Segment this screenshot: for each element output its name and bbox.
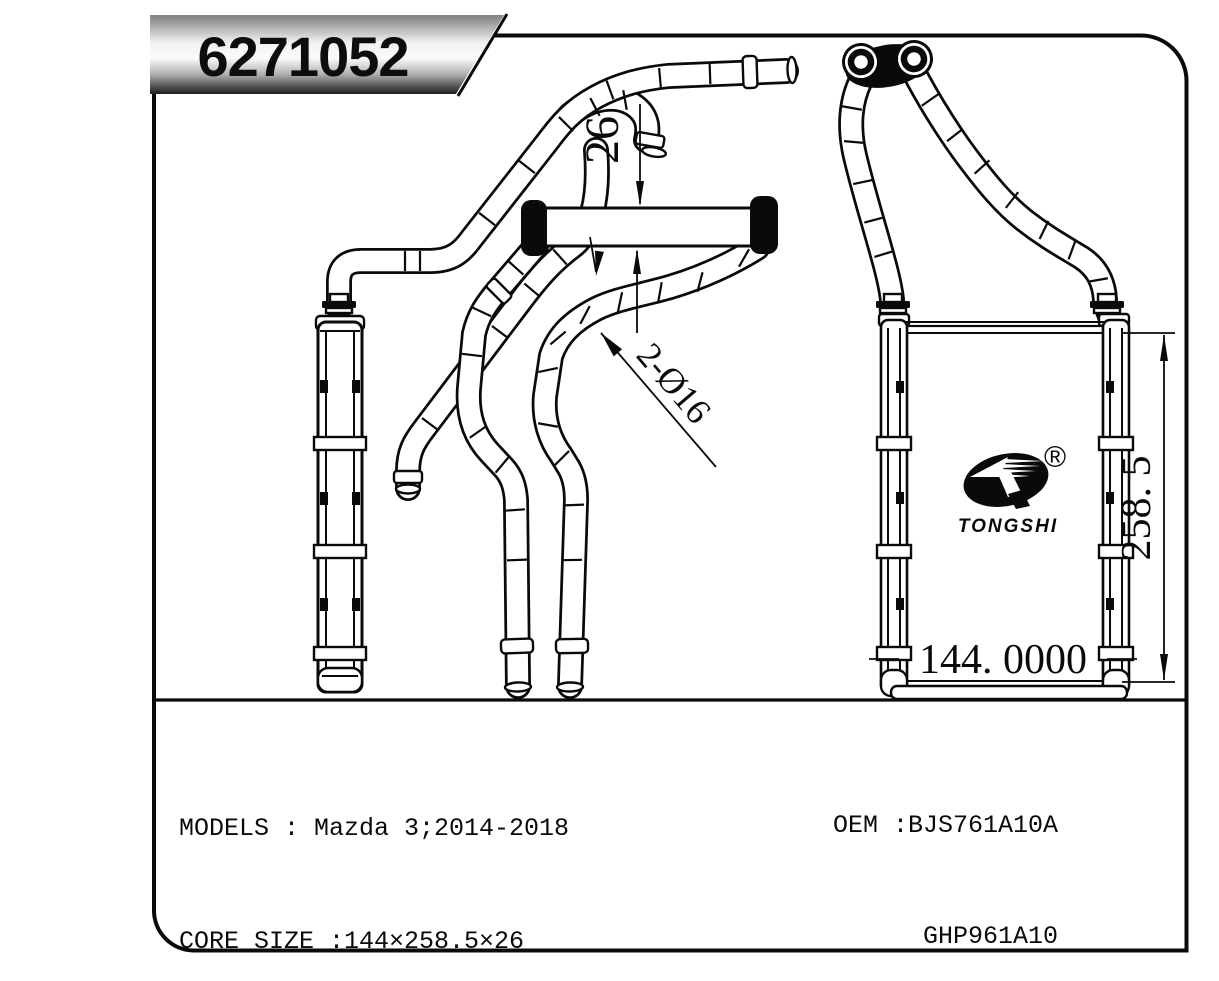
core-body xyxy=(875,312,1135,701)
part-number: 6271052 xyxy=(197,25,408,88)
spec-text-left: MODELS : Mazda 3;2014-2018 CORE SIZE :14… xyxy=(179,735,569,981)
core-top-slab xyxy=(530,206,764,248)
top-view xyxy=(455,196,778,699)
logo-arrow-tail xyxy=(998,470,1022,497)
registered-mark: ® xyxy=(1044,441,1066,474)
pipe-grommet-right xyxy=(750,196,778,254)
left-side-view xyxy=(312,54,799,694)
pipe-segment-ticks xyxy=(841,93,1109,283)
pipe-grommet-left xyxy=(521,200,547,256)
dim-label-258-5: 258. 5 xyxy=(1114,456,1160,561)
part-number-banner: 6271052 xyxy=(150,13,509,97)
banner-slash xyxy=(456,13,509,97)
dim-label-144: 144. 0000 xyxy=(919,637,1087,683)
dimension-core-depth: 26 xyxy=(576,104,644,333)
pipe-opening-left xyxy=(842,43,880,81)
dimension-core-height: 258. 5 xyxy=(1114,332,1175,683)
spec-core-size-line: CORE SIZE :144×258.5×26 xyxy=(179,926,525,956)
banner-plate xyxy=(150,15,504,94)
front-view: ® TONGSHI xyxy=(838,40,1135,701)
logo-brand-text: TONGSHI xyxy=(958,516,1058,537)
spec-oem-line: OEM :BJS761A10A xyxy=(833,811,1059,840)
tongshi-logo: ® TONGSHI xyxy=(958,441,1066,537)
spec-text-right: OEM :BJS761A10A GHP961A10 KD4561A10A DPI… xyxy=(833,733,1073,981)
spec-oem-line2: GHP961A10 xyxy=(833,922,1059,951)
logo-arrow-head xyxy=(970,457,1008,477)
dimension-core-width: 144. 0000 xyxy=(869,637,1137,683)
side-tank xyxy=(312,314,368,694)
dim-label-26: 26 xyxy=(576,116,629,164)
spec-models-line: MODELS : Mazda 3;2014-2018 xyxy=(179,814,570,843)
frame-border xyxy=(152,33,1189,953)
pipe-segment-ticks xyxy=(403,63,712,431)
pipe-segment-ticks xyxy=(461,248,750,562)
pipe-opening-right xyxy=(895,40,933,78)
